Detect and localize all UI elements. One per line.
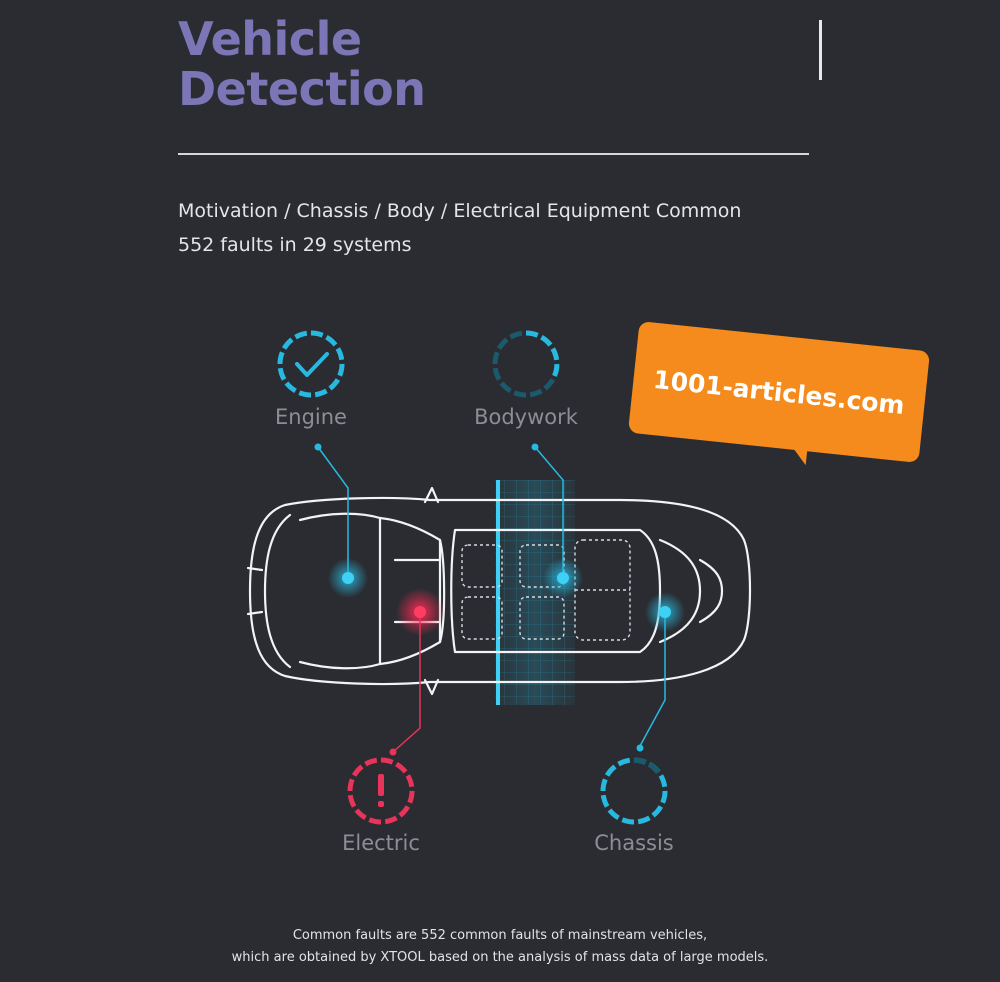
- engine-hotspot[interactable]: [328, 558, 368, 598]
- electric-connector-dot: [389, 748, 397, 756]
- footnote-line-1: Common faults are 552 common faults of m…: [292, 928, 708, 943]
- electric-label: Electric: [342, 831, 420, 855]
- engine-connector-dot: [314, 443, 322, 451]
- watermark-text: 1001-articles.com: [651, 364, 907, 420]
- title-line-2: Detection: [178, 62, 426, 116]
- electric-alert-icon[interactable]: [347, 757, 415, 825]
- bodywork-scanning-icon[interactable]: [492, 330, 560, 398]
- car-outline: [246, 486, 752, 696]
- bodywork-label: Bodywork: [474, 405, 578, 429]
- engine-check-icon[interactable]: [277, 330, 345, 398]
- chassis-connector-dot: [636, 744, 644, 752]
- subtitle: Motivation / Chassis / Body / Electrical…: [178, 194, 741, 262]
- footnote-line-2: which are obtained by XTOOL based on the…: [231, 950, 769, 965]
- chassis-hotspot[interactable]: [645, 592, 685, 632]
- footnote: Common faults are 552 common faults of m…: [0, 925, 1000, 969]
- bodywork-connector-dot: [531, 443, 539, 451]
- header-horizontal-divider: [178, 153, 809, 155]
- electric-hotspot[interactable]: [396, 588, 444, 636]
- title-line-1: Vehicle: [178, 12, 362, 66]
- connector-lines: [317, 446, 666, 753]
- engine-label: Engine: [275, 405, 347, 429]
- chassis-scanning-icon[interactable]: [600, 757, 668, 825]
- subtitle-line-2: 552 faults in 29 systems: [178, 234, 412, 256]
- badge-tail: [783, 438, 809, 466]
- header-vertical-divider: [819, 20, 822, 80]
- chassis-label: Chassis: [594, 831, 674, 855]
- subtitle-line-1: Motivation / Chassis / Body / Electrical…: [178, 200, 742, 222]
- bodywork-hotspot[interactable]: [543, 558, 583, 598]
- page-title: Vehicle Detection: [178, 12, 426, 116]
